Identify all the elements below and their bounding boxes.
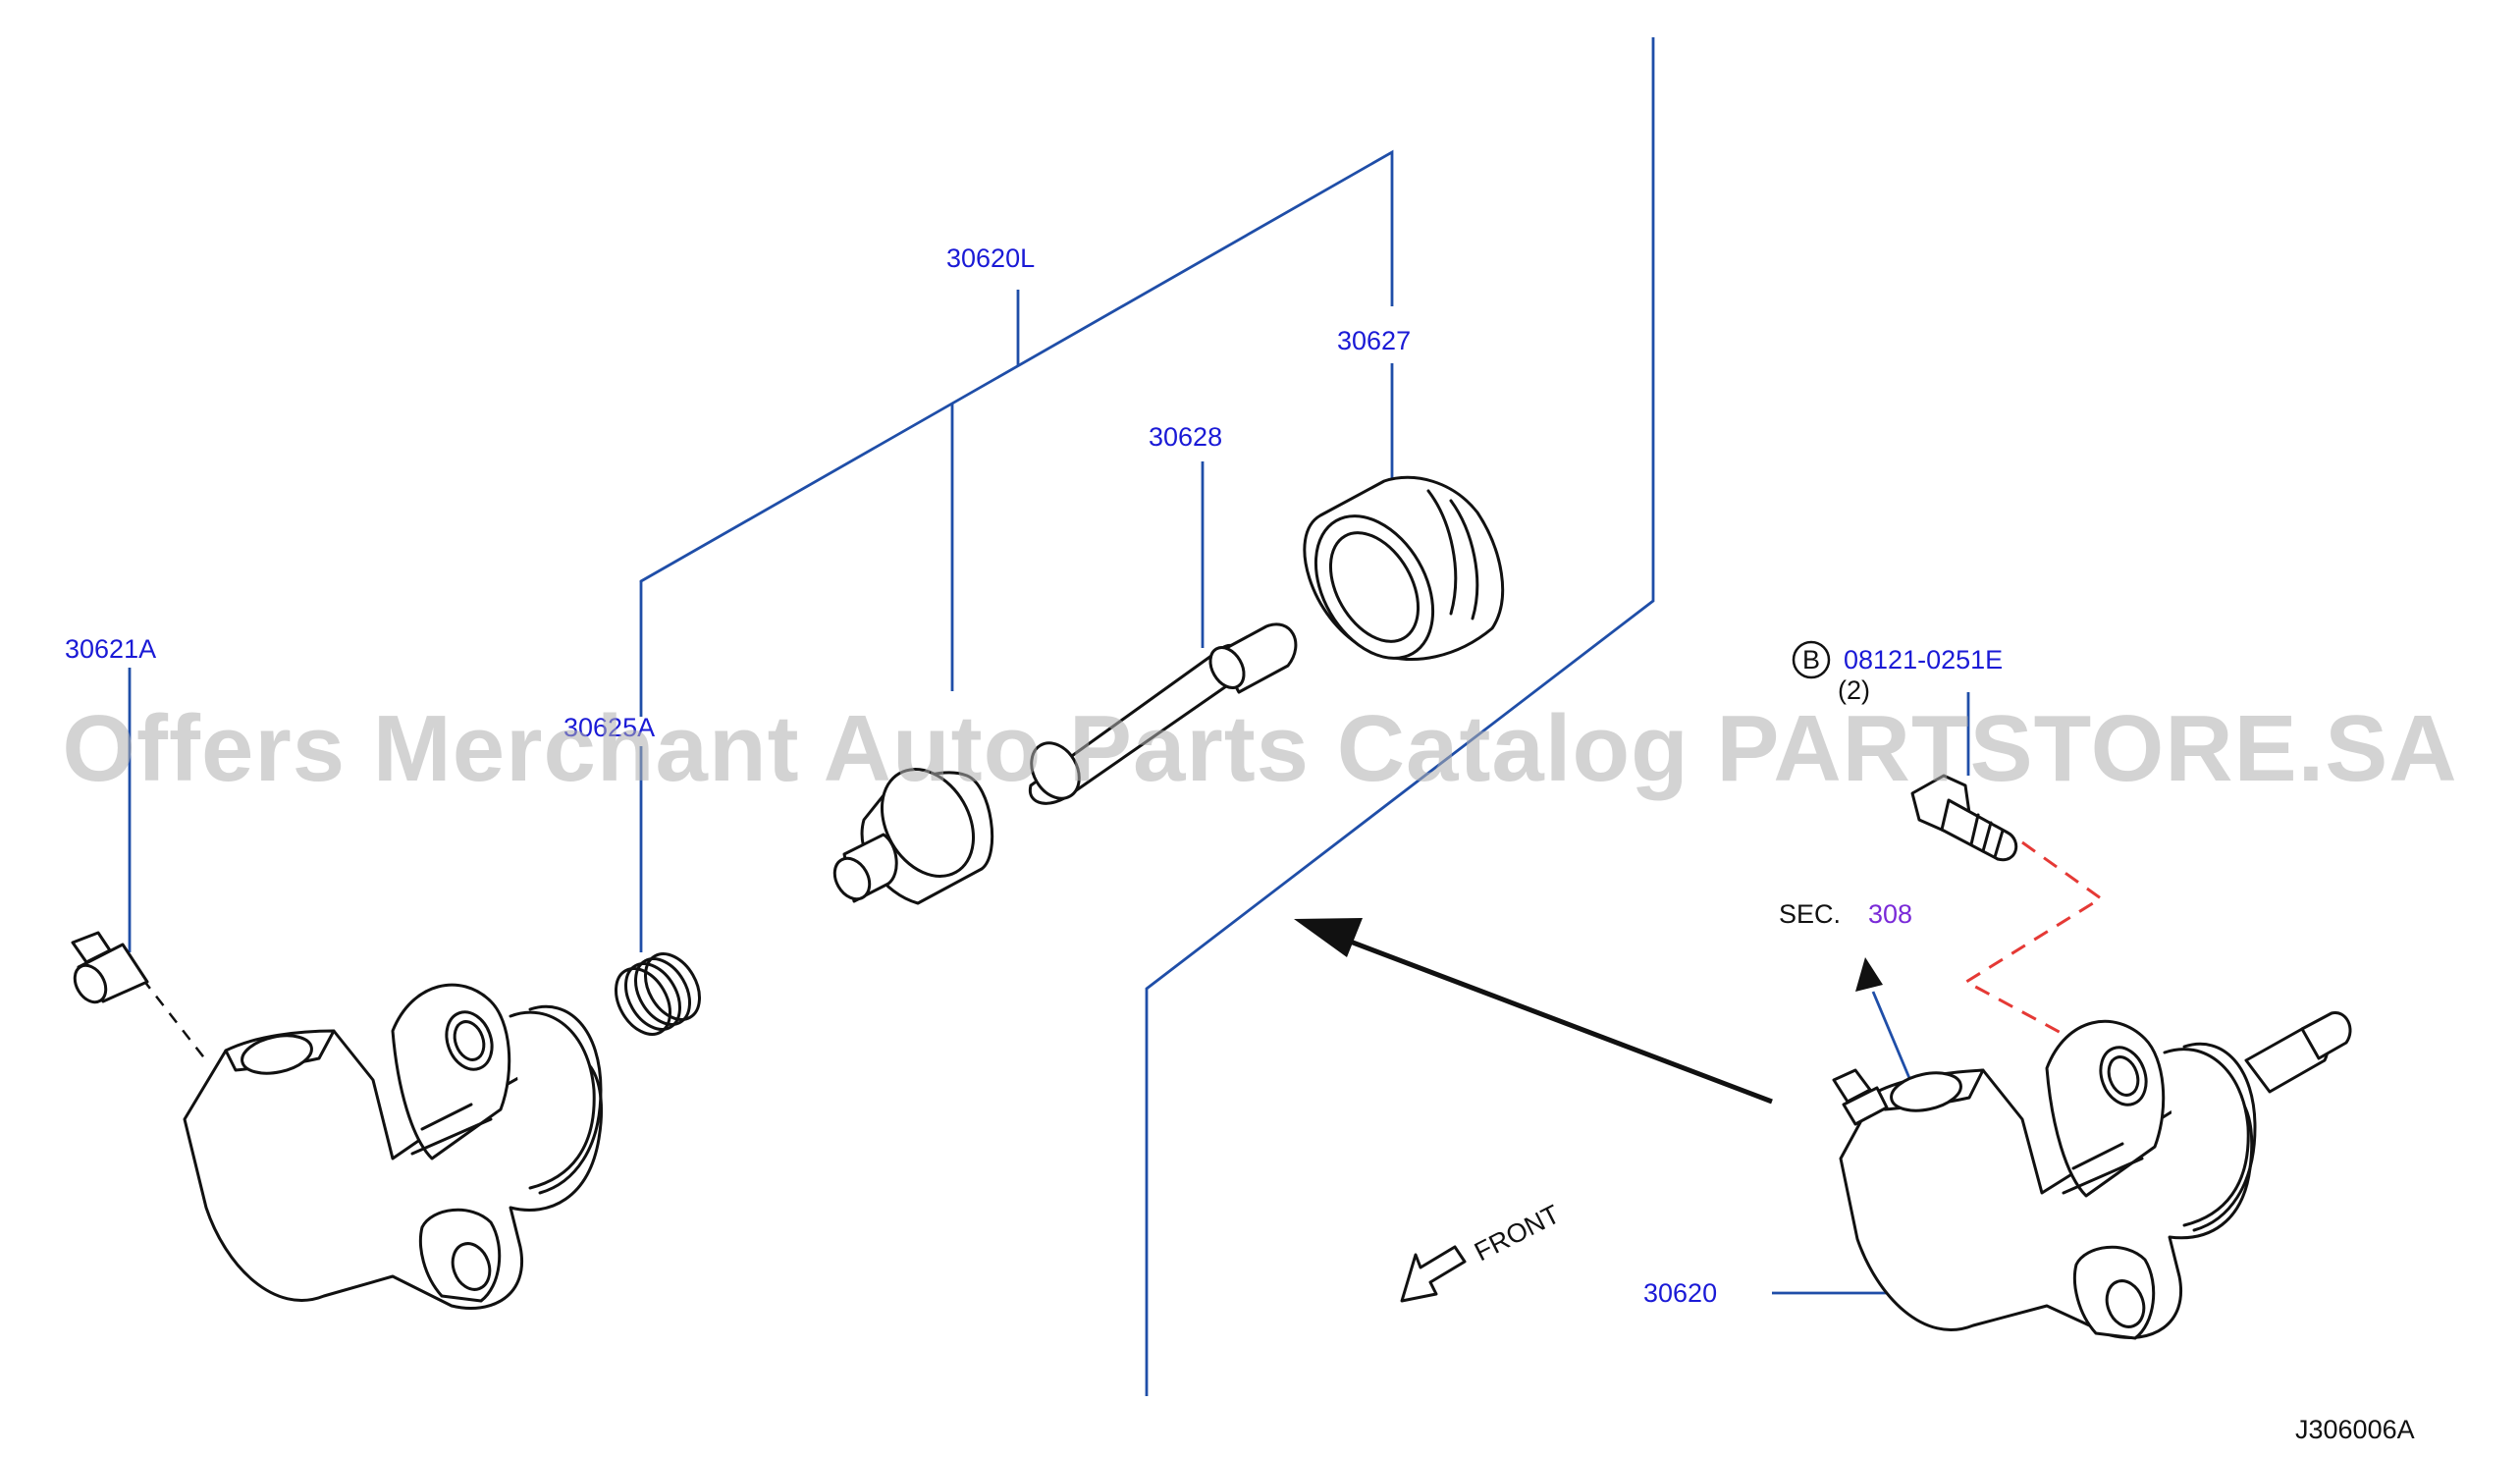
piston: [832, 768, 994, 905]
part-label-30621A[interactable]: 30621A: [65, 634, 156, 664]
section-ref-number[interactable]: 308: [1868, 899, 1912, 929]
front-direction-label: FRONT: [1470, 1199, 1564, 1267]
part-label-30625A[interactable]: 30625A: [563, 713, 655, 742]
part-label-30620[interactable]: 30620: [1643, 1278, 1717, 1308]
clutch-cylinder-right-30620: [1832, 1011, 2352, 1340]
front-arrow-icon: [1400, 1245, 1467, 1303]
part-label-30628[interactable]: 30628: [1149, 422, 1222, 452]
figure-code: J306006A: [2295, 1415, 2415, 1444]
bolt-08121-0251E: [1910, 774, 2018, 862]
circle-b-marker: [1792, 640, 1831, 679]
part-label-30627[interactable]: 30627: [1337, 326, 1411, 355]
seal-cup-30627: [1303, 475, 1505, 661]
watermark: Offers Merchant Auto Parts Catalog PARTS…: [62, 696, 2458, 801]
circle-b-letter: B: [1802, 645, 1820, 675]
dashed-guides: [129, 840, 2104, 1061]
leader-lines: [128, 37, 1970, 1396]
clutch-cylinder-left: [183, 983, 604, 1310]
sec-arrow: [1855, 957, 1883, 992]
part-label-30620L[interactable]: 30620L: [946, 243, 1035, 273]
bolt-quantity: (2): [1838, 675, 1870, 705]
section-ref-prefix: SEC.: [1779, 899, 1841, 929]
assembly-arrow: [1294, 918, 1773, 1105]
part-label-08121-0251E[interactable]: 08121-0251E: [1844, 645, 2003, 675]
spring-30625A: [615, 952, 701, 1036]
bleeder-screw-30621A: [71, 931, 149, 1004]
push-rod-30628: [1028, 622, 1298, 805]
